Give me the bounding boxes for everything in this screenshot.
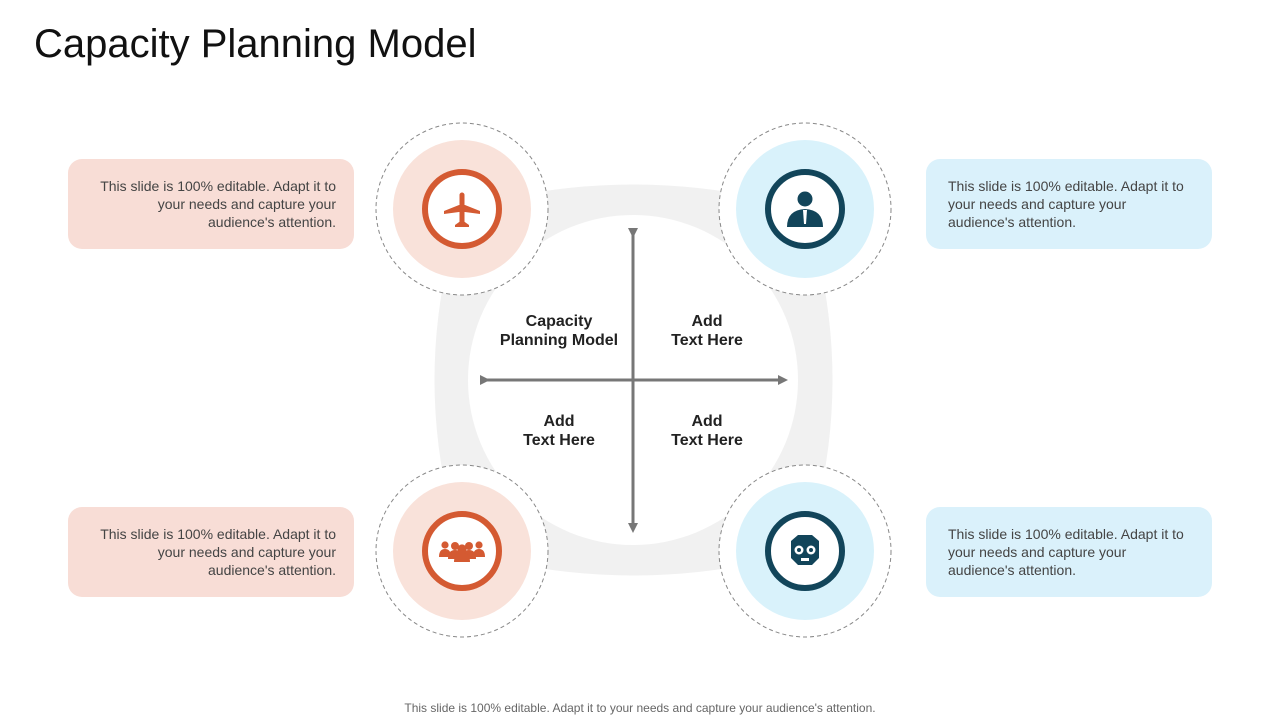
text-box-top-left-text: This slide is 100% editable. Adapt it to… bbox=[100, 178, 336, 230]
text-box-bottom-left: This slide is 100% editable. Adapt it to… bbox=[68, 507, 354, 597]
engine-icon bbox=[791, 535, 819, 565]
quadrant-label-bottom-right: Add Text Here bbox=[671, 413, 743, 449]
airplane-icon bbox=[444, 192, 480, 227]
team-icon bbox=[439, 541, 485, 562]
text-box-top-right: This slide is 100% editable. Adapt it to… bbox=[926, 159, 1212, 249]
text-box-top-right-text: This slide is 100% editable. Adapt it to… bbox=[948, 178, 1184, 230]
quadrant-label-bottom-left: Add Text Here bbox=[523, 413, 595, 449]
quadrant-label-top-right: Add Text Here bbox=[671, 313, 743, 349]
text-box-bottom-right-text: This slide is 100% editable. Adapt it to… bbox=[948, 526, 1184, 578]
text-box-top-left: This slide is 100% editable. Adapt it to… bbox=[68, 159, 354, 249]
quadrant-label-top-left: Capacity Planning Model bbox=[499, 313, 619, 349]
footer-note: This slide is 100% editable. Adapt it to… bbox=[404, 701, 876, 715]
text-box-bottom-right: This slide is 100% editable. Adapt it to… bbox=[926, 507, 1212, 597]
text-box-bottom-left-text: This slide is 100% editable. Adapt it to… bbox=[100, 526, 336, 578]
page-title: Capacity Planning Model bbox=[34, 22, 477, 66]
businessman-icon bbox=[787, 191, 823, 227]
